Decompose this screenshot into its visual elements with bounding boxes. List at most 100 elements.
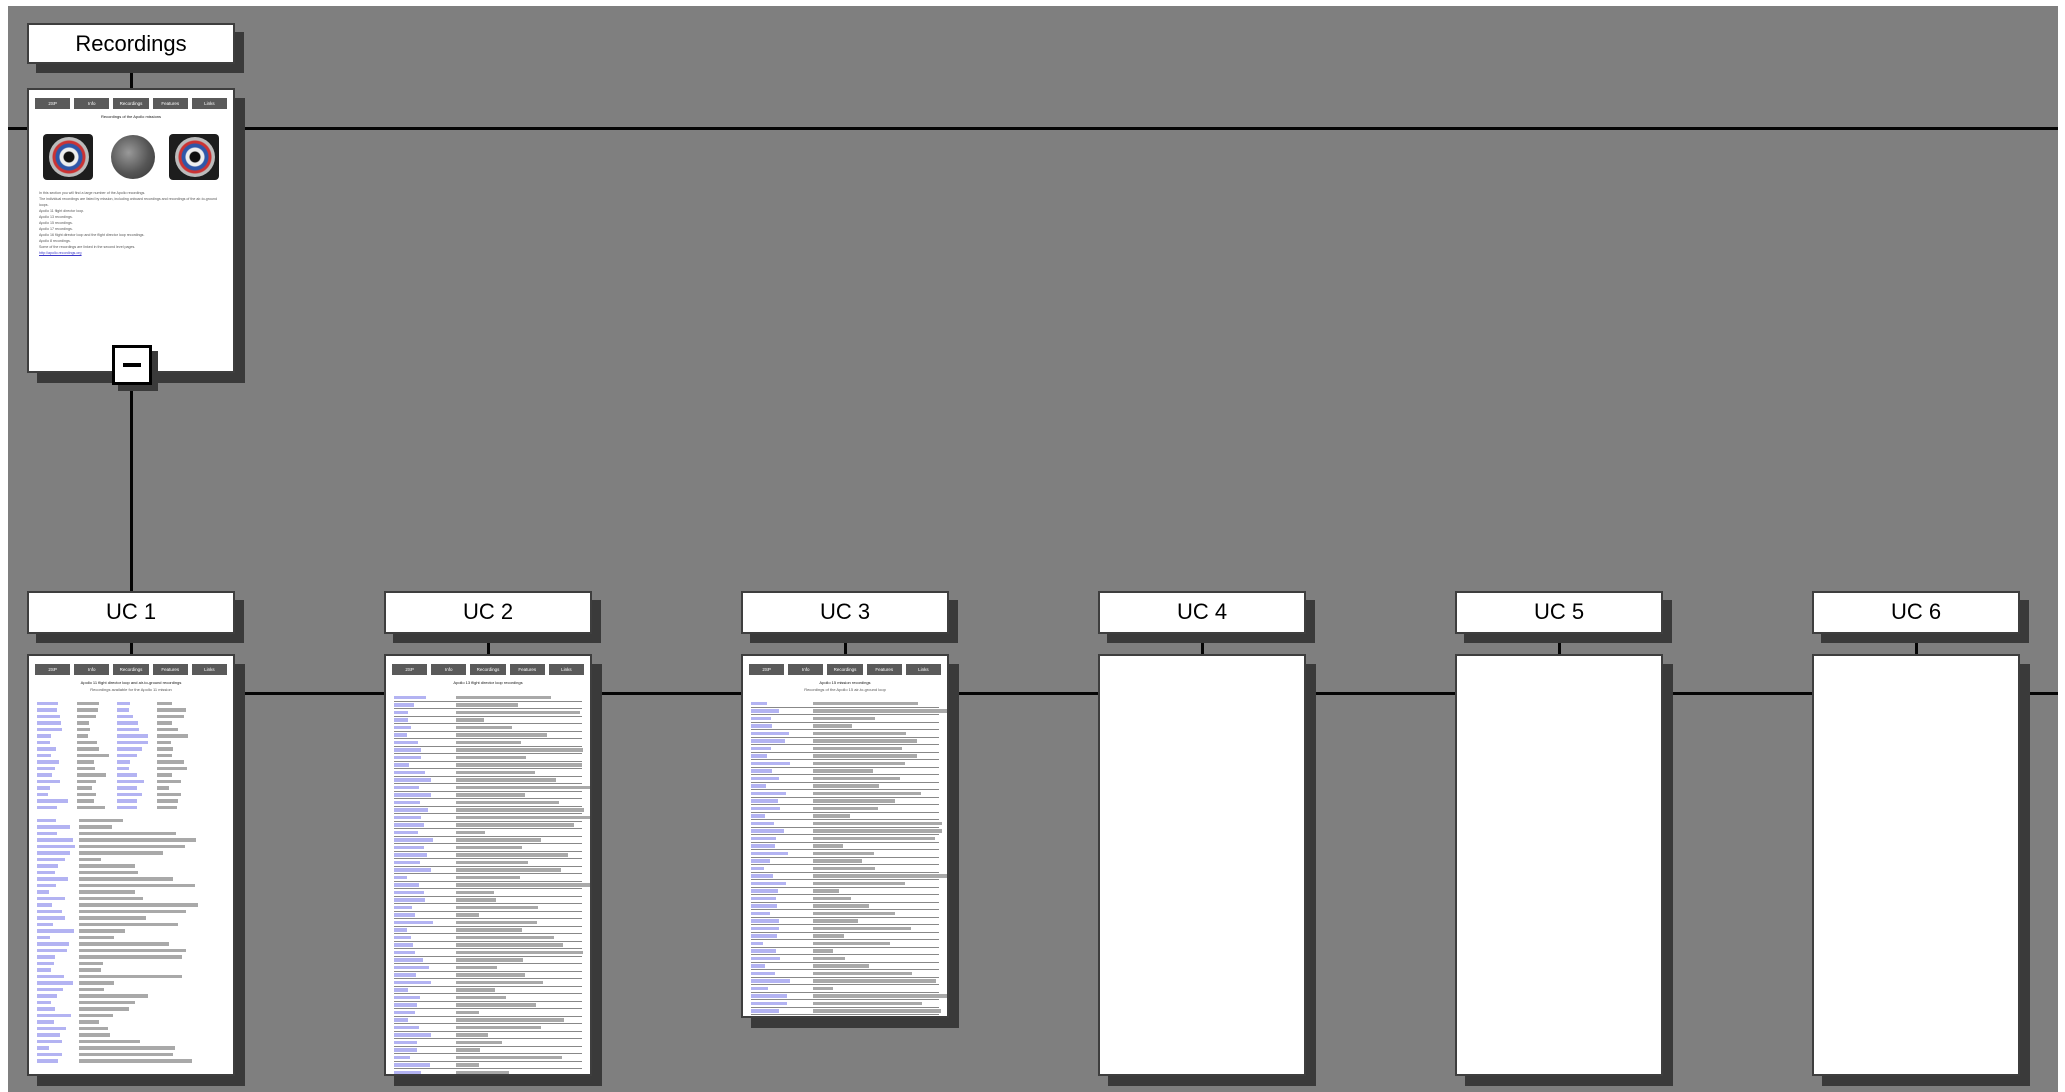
placeholder-row — [37, 954, 225, 961]
placeholder-text — [79, 1039, 141, 1043]
placeholder-text — [79, 1007, 129, 1011]
placeholder-text — [456, 1040, 503, 1044]
child-node-label-uc5[interactable]: UC 5 — [1455, 591, 1663, 634]
placeholder-row — [394, 949, 584, 957]
placeholder-link — [37, 968, 52, 972]
body-link[interactable]: http://apollo.recordings.org — [39, 251, 82, 255]
nav-item: Features — [866, 664, 902, 675]
placeholder-link — [751, 986, 768, 990]
placeholder-text — [117, 701, 130, 705]
placeholder-text — [79, 1033, 110, 1037]
placeholder-text — [79, 883, 195, 887]
root-thumbnail-body: In this section you will find a large nu… — [39, 190, 223, 256]
placeholder-link — [394, 845, 425, 849]
child-page-thumbnail-uc5[interactable] — [1455, 654, 1663, 1076]
child-node-label-uc2[interactable]: UC 2 — [384, 591, 592, 634]
placeholder-text — [813, 851, 874, 855]
placeholder-link — [37, 1046, 50, 1050]
placeholder-text — [37, 714, 60, 718]
child-node-label-uc4[interactable]: UC 4 — [1098, 591, 1306, 634]
child-page-thumbnail-uc1[interactable]: 2SP Info Recordings Features Links Apoll… — [27, 654, 235, 1076]
placeholder-row — [394, 829, 582, 837]
placeholder-link — [394, 1003, 418, 1007]
uc3-placeholder-rows — [751, 700, 947, 1016]
placeholder-row — [37, 726, 225, 733]
placeholder-text — [157, 805, 177, 809]
nav-item: 2SP — [35, 664, 71, 675]
placeholder-text — [813, 866, 875, 870]
body-paragraph: Apollo 16 flight director loop and the f… — [39, 233, 145, 237]
placeholder-row — [37, 1051, 225, 1058]
placeholder-link — [394, 958, 423, 962]
placeholder-row — [394, 964, 582, 972]
placeholder-text — [79, 864, 135, 868]
placeholder-link — [394, 823, 424, 827]
placeholder-text — [37, 747, 57, 751]
placeholder-row — [37, 739, 225, 746]
child-page-thumbnail-uc4[interactable] — [1098, 654, 1306, 1076]
placeholder-text — [117, 747, 142, 751]
placeholder-link — [37, 864, 59, 868]
placeholder-text — [37, 701, 58, 705]
placeholder-row — [751, 850, 939, 858]
placeholder-text — [77, 766, 95, 770]
placeholder-text — [79, 1000, 135, 1004]
child-node-label-uc6[interactable]: UC 6 — [1812, 591, 2020, 634]
placeholder-link — [751, 836, 776, 840]
placeholder-text — [157, 701, 173, 705]
child-page-thumbnail-uc2[interactable]: 2SP Info Recordings Features Links Apoll… — [384, 654, 592, 1076]
child-page-thumbnail-uc6[interactable] — [1812, 654, 2020, 1076]
placeholder-row — [751, 775, 939, 783]
placeholder-text — [79, 825, 113, 829]
root-node-label[interactable]: Recordings — [27, 23, 235, 64]
minus-square-icon[interactable] — [112, 345, 152, 385]
placeholder-link — [751, 851, 788, 855]
placeholder-text — [813, 941, 891, 945]
placeholder-text — [77, 799, 95, 803]
child-page-thumbnail-uc3[interactable]: 2SP Info Recordings Features Links Apoll… — [741, 654, 949, 1018]
placeholder-link — [394, 778, 432, 782]
root-page-thumbnail[interactable]: 2SP Info Recordings Features Links Recor… — [27, 88, 235, 373]
placeholder-row — [751, 843, 939, 850]
placeholder-link — [751, 971, 776, 975]
placeholder-text — [456, 778, 556, 782]
placeholder-text — [157, 753, 173, 757]
placeholder-row — [394, 784, 590, 792]
placeholder-link — [751, 724, 772, 728]
placeholder-row — [394, 979, 582, 987]
nav-item: Recordings — [827, 664, 863, 675]
placeholder-row — [751, 820, 942, 828]
placeholder-text — [813, 731, 907, 735]
placeholder-row — [37, 850, 225, 857]
root-thumbnail-heading: Recordings of the Apollo missions — [100, 114, 162, 119]
uc1-thumbnail-subheading: Recordings available for the Apollo 11 m… — [90, 687, 172, 692]
child-node-label-uc3[interactable]: UC 3 — [741, 591, 949, 634]
placeholder-text — [79, 838, 196, 842]
uc5-label-connector — [1558, 632, 1561, 660]
placeholder-link — [394, 808, 429, 812]
placeholder-text — [79, 916, 146, 920]
placeholder-text — [117, 708, 129, 712]
placeholder-text — [456, 770, 535, 774]
placeholder-link — [751, 881, 786, 885]
placeholder-row — [394, 927, 582, 934]
placeholder-text — [813, 821, 942, 825]
placeholder-row — [37, 863, 225, 870]
placeholder-text — [456, 755, 526, 759]
placeholder-row — [394, 859, 582, 867]
placeholder-row — [394, 1047, 582, 1054]
placeholder-text — [456, 845, 523, 849]
child-node-label-uc1[interactable]: UC 1 — [27, 591, 235, 634]
placeholder-link — [751, 799, 778, 803]
placeholder-row — [37, 973, 225, 980]
placeholder-text — [37, 779, 61, 783]
placeholder-text — [157, 779, 182, 783]
placeholder-text — [79, 968, 102, 972]
placeholder-text — [456, 958, 523, 962]
placeholder-text — [813, 716, 875, 720]
placeholder-text — [813, 964, 870, 968]
placeholder-link — [37, 916, 66, 920]
placeholder-link — [751, 776, 779, 780]
placeholder-row — [751, 1000, 939, 1008]
placeholder-row — [394, 1054, 582, 1062]
